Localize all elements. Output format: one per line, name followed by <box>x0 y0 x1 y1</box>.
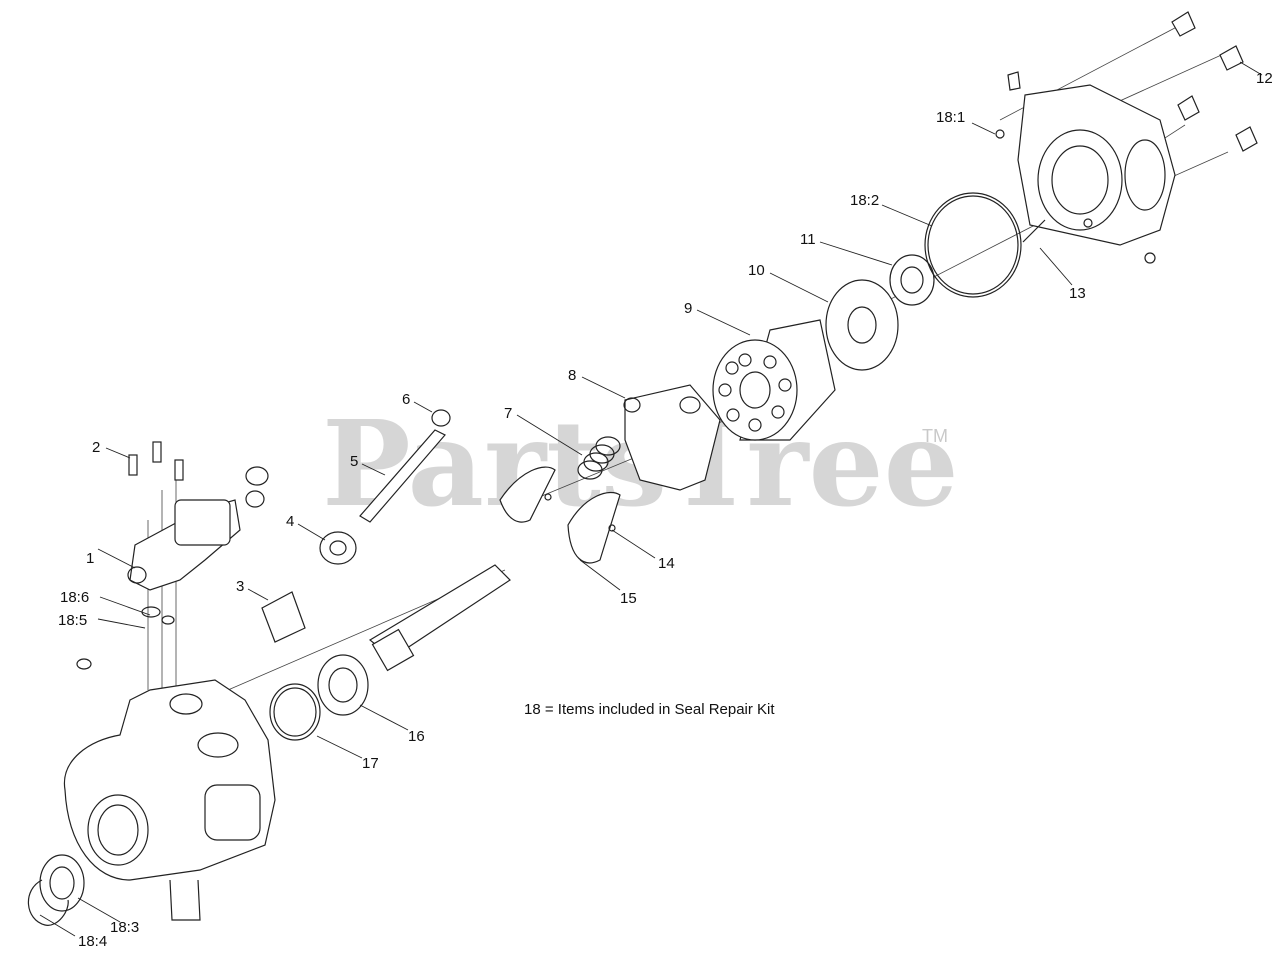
callout-18-3: 18:3 <box>110 919 139 936</box>
leader-lines <box>39 61 1263 937</box>
callout-7: 7 <box>504 405 512 422</box>
cap-screws <box>1171 11 1258 152</box>
pump-housing <box>63 658 276 921</box>
callout-17: 17 <box>362 755 379 772</box>
control-valve <box>127 466 269 625</box>
callout-5: 5 <box>350 453 358 470</box>
rod <box>359 429 446 523</box>
cylinder-block <box>712 319 836 441</box>
callout-6: 6 <box>402 391 410 408</box>
watermark-trademark: TM <box>922 426 948 446</box>
valve-plate <box>825 279 899 371</box>
callout-14: 14 <box>658 555 675 572</box>
callout-3: 3 <box>236 578 244 595</box>
callout-18-2: 18:2 <box>850 192 879 209</box>
callout-13: 13 <box>1069 285 1086 302</box>
o-ring <box>924 192 1022 298</box>
callout-11: 11 <box>800 231 816 248</box>
callout-9: 9 <box>684 300 692 317</box>
spring <box>577 436 621 480</box>
callout-18-4: 18:4 <box>78 933 107 950</box>
shaft-bearing <box>317 654 369 716</box>
callout-15: 15 <box>620 590 637 607</box>
bearing <box>889 254 935 306</box>
callout-16: 16 <box>408 728 425 745</box>
callout-18-1: 18:1 <box>936 109 965 126</box>
retaining-ring <box>269 683 321 741</box>
callout-18-5: 18:5 <box>58 612 87 629</box>
drive-shaft <box>368 564 511 672</box>
callout-10: 10 <box>748 262 765 279</box>
bushing <box>431 409 451 427</box>
end-cover <box>995 71 1176 264</box>
front-seals <box>27 854 85 926</box>
callout-labels: 1 2 3 4 5 6 7 8 9 10 11 12 13 14 15 16 1… <box>58 70 1273 950</box>
pin <box>261 591 306 643</box>
callout-2: 2 <box>92 439 100 456</box>
callout-18-6: 18:6 <box>60 589 89 606</box>
cradle-bearings <box>499 466 621 564</box>
swashplate <box>623 384 721 491</box>
valve-bolts <box>128 441 184 481</box>
seal-kit-note: 18 = Items included in Seal Repair Kit <box>524 701 775 718</box>
callout-8: 8 <box>568 367 576 384</box>
callout-1: 1 <box>86 550 94 567</box>
piston-guide <box>319 531 357 565</box>
callout-12: 12 <box>1256 70 1273 87</box>
dowel-pin <box>1022 219 1046 243</box>
callout-4: 4 <box>286 513 294 530</box>
